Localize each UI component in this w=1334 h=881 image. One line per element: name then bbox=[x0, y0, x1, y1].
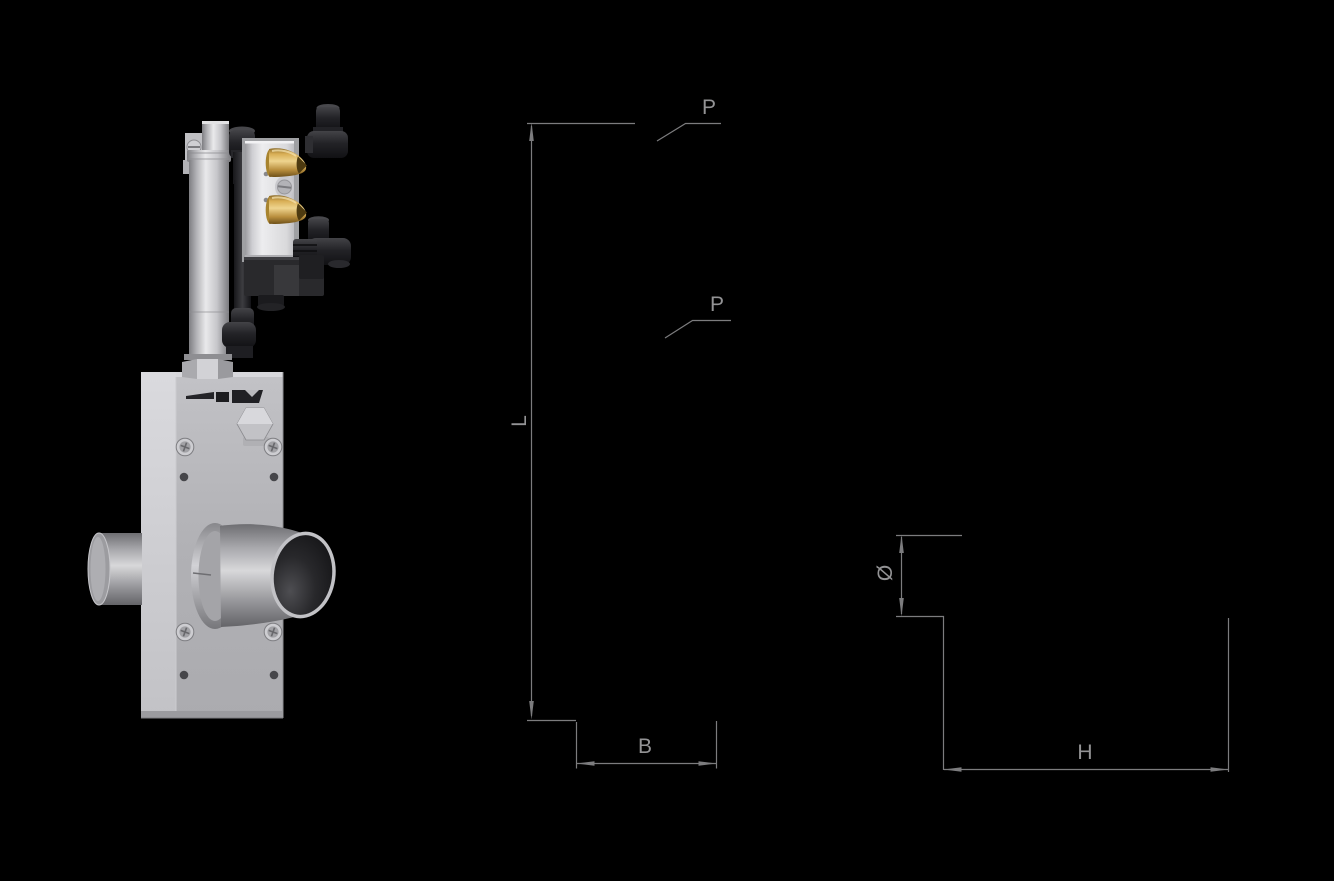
gate-vent-slot bbox=[186, 390, 263, 403]
pipe-left-stub bbox=[87, 532, 142, 606]
dowel-holes bbox=[179, 472, 279, 680]
actuator-cylinder bbox=[183, 121, 231, 358]
gland-hex-nut bbox=[182, 354, 233, 379]
dimension-diameter bbox=[896, 534, 962, 770]
pilot-valve-assembly bbox=[242, 104, 351, 311]
solenoid-coil bbox=[244, 255, 324, 311]
body-left-face bbox=[141, 372, 176, 718]
label-width: B bbox=[637, 735, 652, 758]
elbow-fitting-bottom bbox=[222, 322, 256, 348]
dimension-height-H bbox=[943, 618, 1230, 772]
label-port-bottom: P bbox=[709, 293, 724, 316]
elbow-fitting-upper-right bbox=[305, 104, 348, 158]
label-port-top: P bbox=[701, 96, 716, 119]
pipe-bore bbox=[273, 535, 333, 615]
product-render bbox=[87, 104, 351, 719]
dimension-width-B bbox=[575, 721, 718, 769]
label-height: H bbox=[1077, 741, 1093, 764]
label-diameter: Ø bbox=[873, 564, 897, 582]
dimension-length-L bbox=[527, 122, 635, 722]
leader-port-bottom bbox=[664, 319, 731, 339]
hex-bolt bbox=[236, 407, 274, 446]
label-length: L bbox=[507, 415, 531, 427]
leader-port-top bbox=[656, 122, 721, 142]
pipe-right-spout bbox=[191, 523, 336, 629]
